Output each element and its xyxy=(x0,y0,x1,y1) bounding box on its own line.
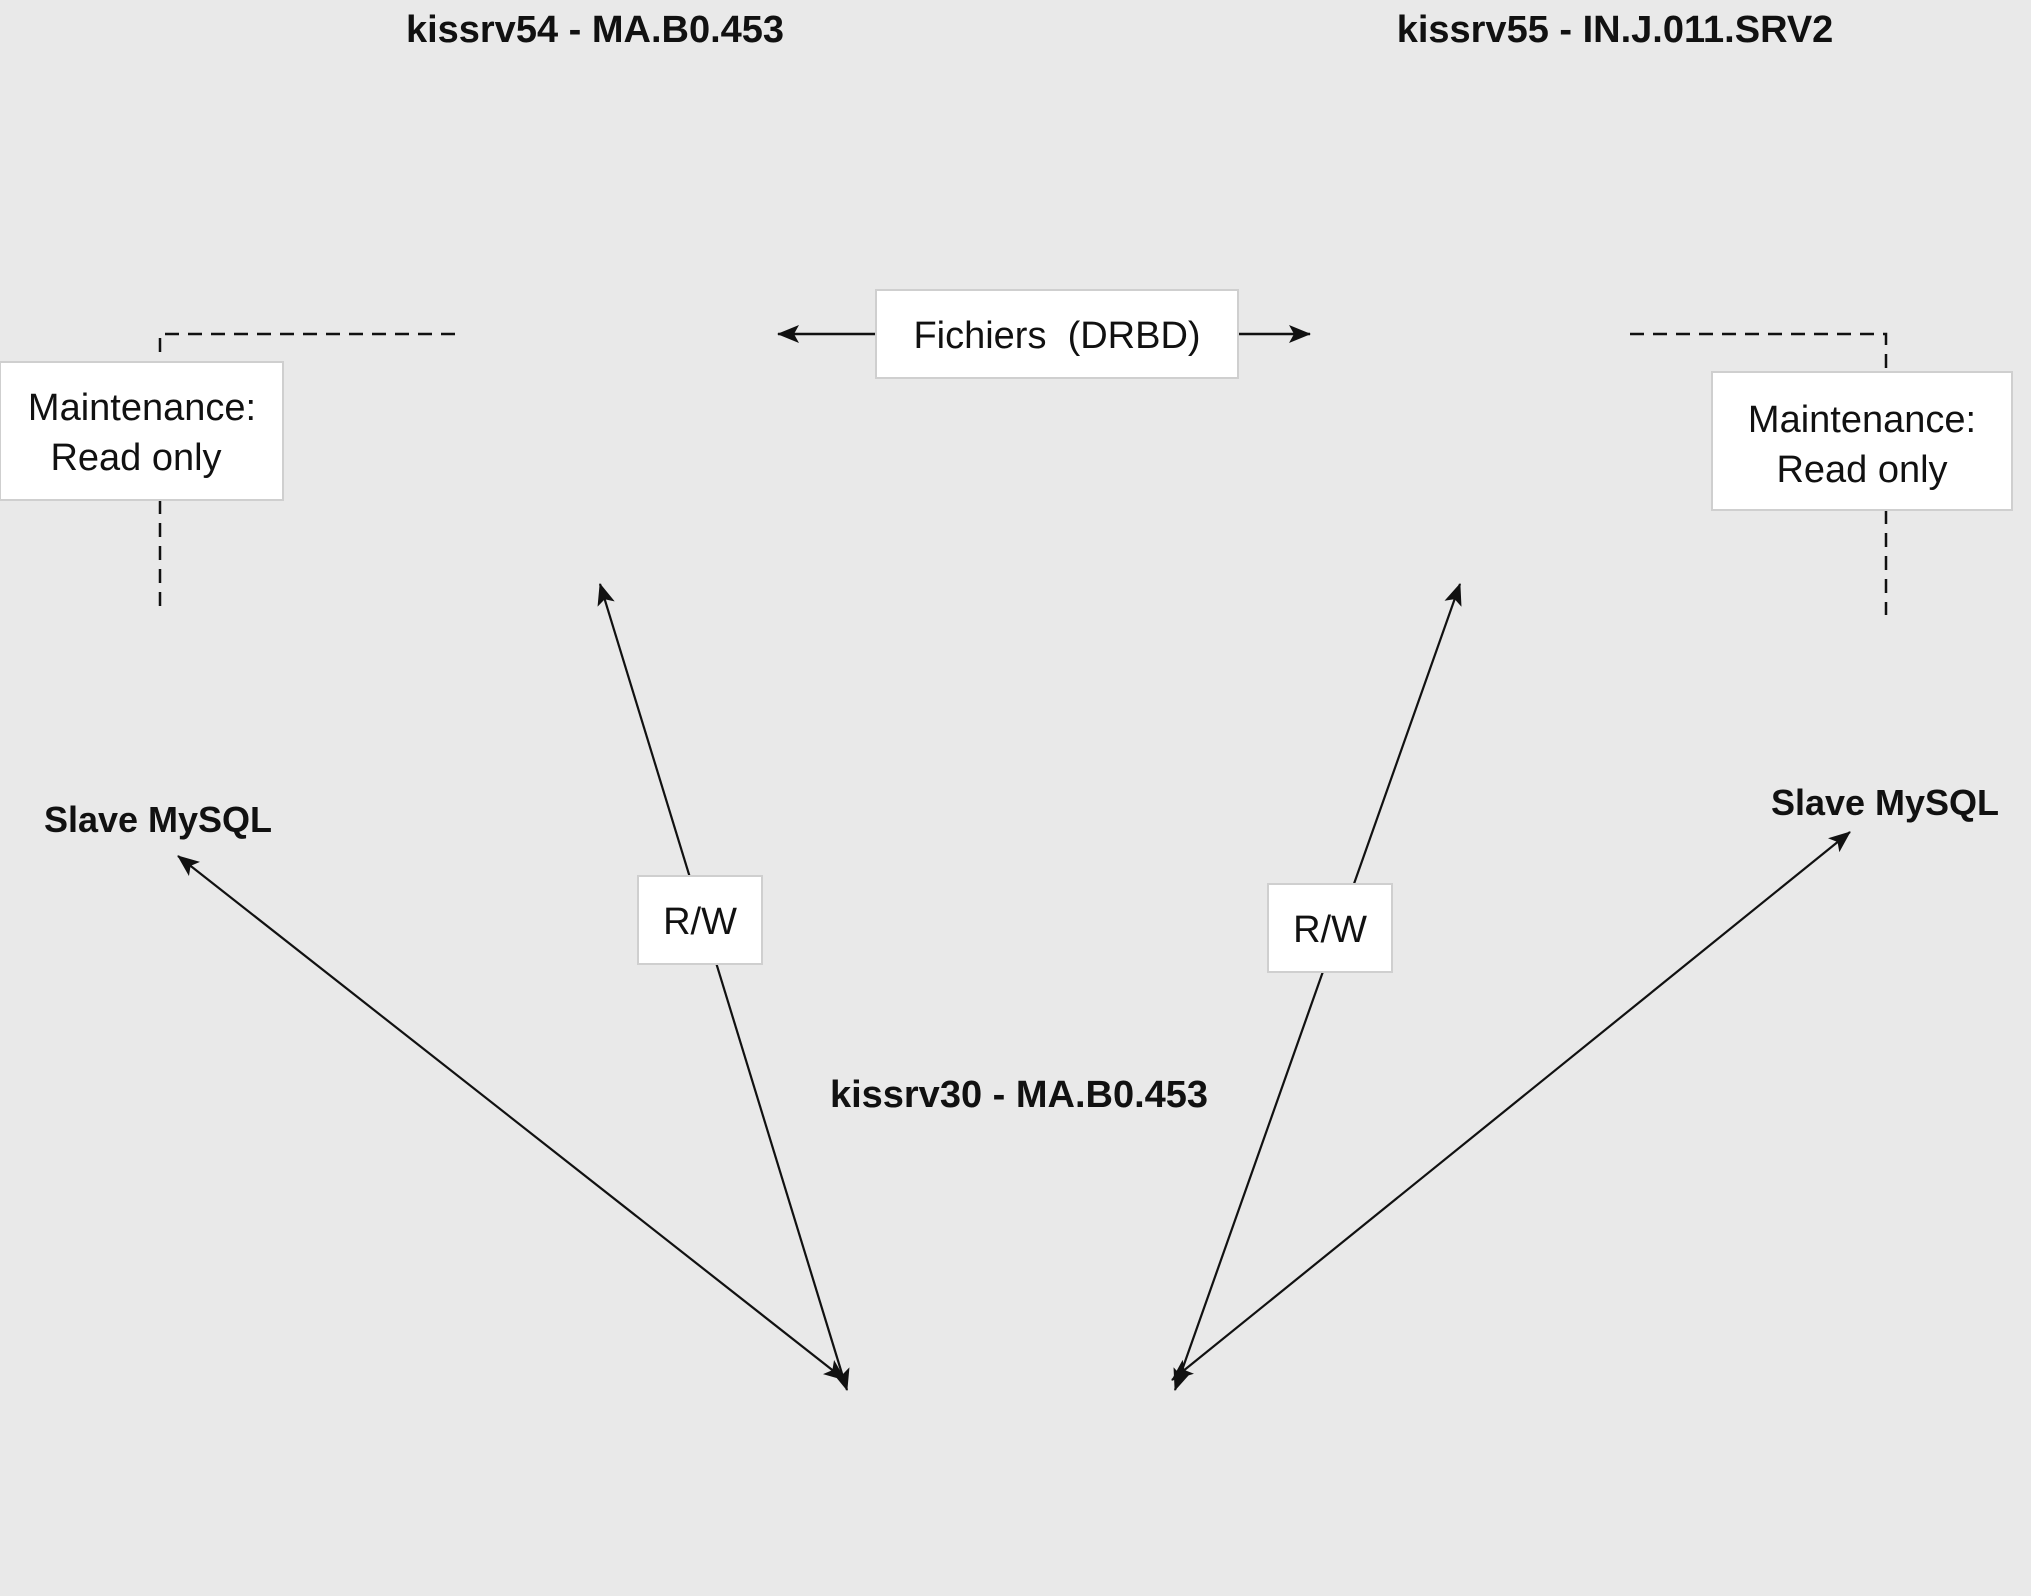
server-left-title: kissrv54 - MA.B0.453 xyxy=(406,9,784,51)
svg-text:R/W: R/W xyxy=(1293,909,1367,951)
db-left: Slave MySQL xyxy=(44,799,272,840)
server-right-title: kissrv55 - IN.J.011.SRV2 xyxy=(1397,9,1834,51)
arrow-to-slave-left xyxy=(177,855,846,1381)
server-left: kissrv54 - MA.B0.453 xyxy=(406,9,784,51)
maintenance-link-right xyxy=(1630,332,1888,615)
server-bottom-title: kissrv30 - MA.B0.453 xyxy=(830,1074,1208,1116)
db-left-title: Slave MySQL xyxy=(44,799,272,840)
db-right: Slave MySQL xyxy=(1771,782,1999,823)
rw-label-right: R/W xyxy=(1267,883,1393,973)
arrow-to-slave-right xyxy=(1171,831,1851,1381)
server-right: kissrv55 - IN.J.011.SRV2 xyxy=(1397,9,1834,51)
svg-text:Fichiers (DRBD): Fichiers (DRBD) xyxy=(913,315,1200,357)
maintenance-label-right: Maintenance: Read only xyxy=(1711,371,2013,511)
maintenance-link-left xyxy=(158,332,455,610)
db-right-title: Slave MySQL xyxy=(1771,782,1999,823)
svg-text:Read only: Read only xyxy=(1776,449,1947,491)
server-bottom: kissrv30 - MA.B0.453 xyxy=(830,1074,1208,1116)
rw-arrow-right xyxy=(1173,583,1462,1391)
svg-text:Read only: Read only xyxy=(50,437,221,479)
svg-text:Maintenance:: Maintenance: xyxy=(1748,399,1976,441)
rw-label-left: R/W xyxy=(637,875,763,965)
svg-text:Maintenance:: Maintenance: xyxy=(28,387,256,429)
rw-arrow-left xyxy=(597,583,850,1391)
drbd-label: Fichiers (DRBD) xyxy=(875,289,1239,379)
svg-text:R/W: R/W xyxy=(663,901,737,943)
maintenance-label-left: Maintenance: Read only xyxy=(0,361,284,501)
